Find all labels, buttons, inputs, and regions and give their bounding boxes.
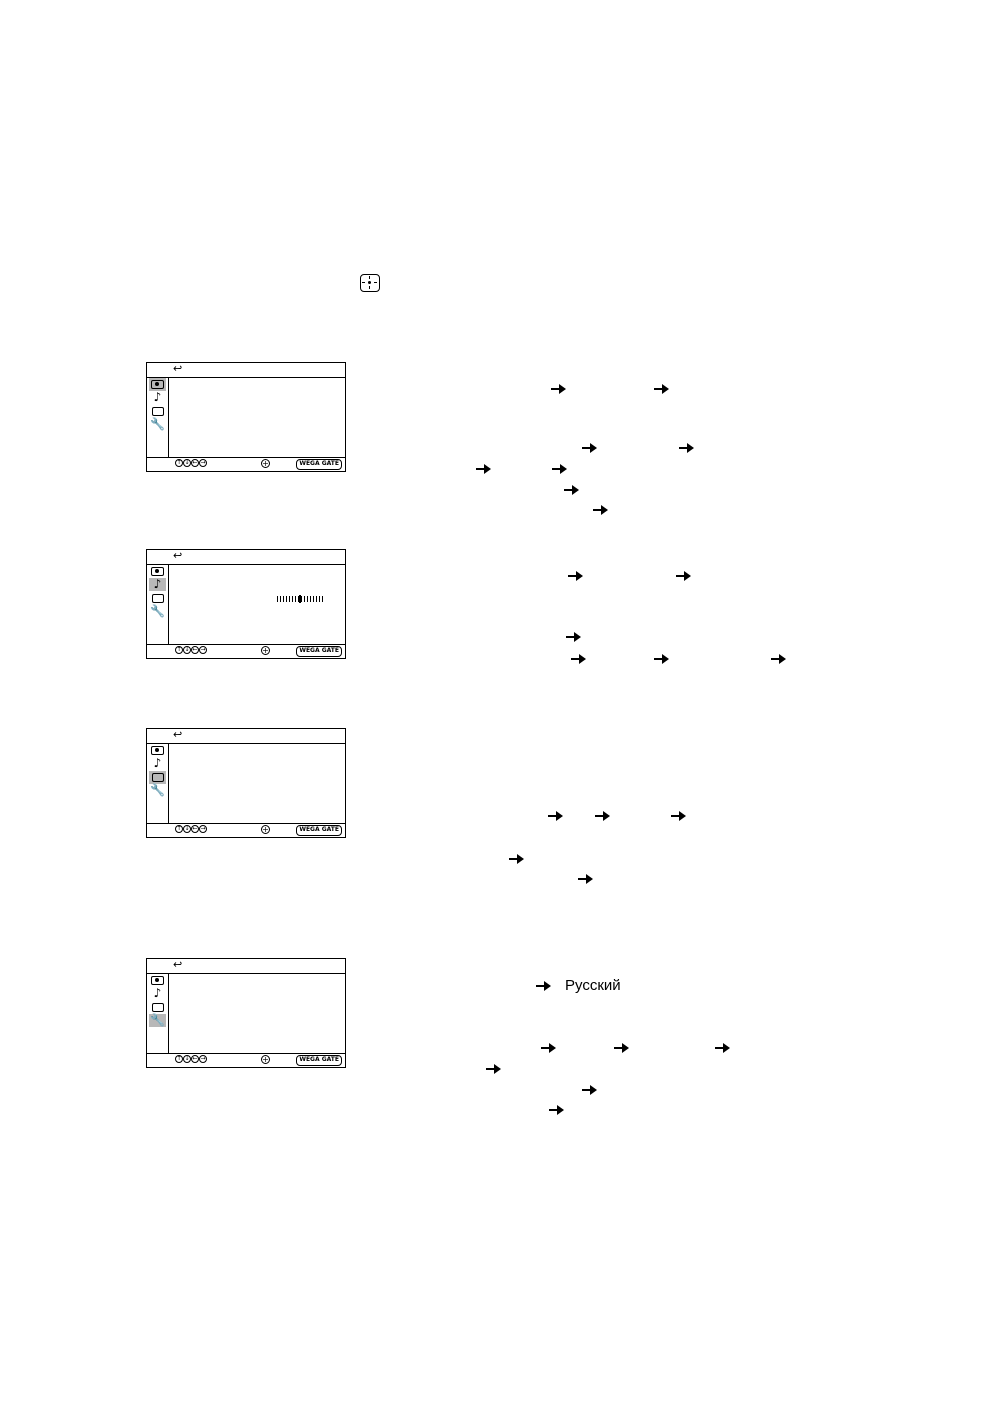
wega-gate-label: WEGA GATE xyxy=(296,646,342,657)
language-value: Русский xyxy=(565,977,621,994)
wrench-icon: 🔧 xyxy=(149,1013,166,1027)
arrow-right-icon xyxy=(551,384,566,394)
menu-bottom-bar: ↑ ↓ ← → + WEGA GATE xyxy=(147,1053,345,1067)
arrow-right-icon xyxy=(571,654,586,664)
navigation-keys-icon: ↑ ↓ ← → xyxy=(175,459,207,467)
picture-icon xyxy=(149,974,166,987)
wrench-icon: 🔧 xyxy=(150,783,165,797)
navigation-keys-icon: ↑ ↓ ← → xyxy=(175,646,207,654)
note-icon: ♪ xyxy=(153,986,162,1000)
arrow-right-icon xyxy=(582,443,597,453)
external-input-icon xyxy=(149,592,166,605)
wega-gate-label: WEGA GATE xyxy=(296,1055,342,1066)
menu-screen-setup: ↩ ♪ 🔧 ↑ ↓ ← → + WEGA GATE xyxy=(146,958,346,1068)
arrow-right-icon xyxy=(564,485,579,495)
arrow-right-icon xyxy=(771,654,786,664)
arrow-right-icon xyxy=(593,505,608,515)
menu-top-bar: ↩ xyxy=(147,362,345,378)
menu-screen-picture: ↩ ♪ 🔧 ↑ ↓ ← → + WEGA GATE xyxy=(146,362,346,472)
arrow-right-icon xyxy=(654,654,669,664)
menu-sidebar: ♪ 🔧 xyxy=(147,973,169,1054)
arrow-right-icon xyxy=(671,811,686,821)
note-icon: ♪ xyxy=(149,578,166,591)
return-icon: ↩ xyxy=(173,362,183,375)
arrow-right-icon xyxy=(536,981,551,991)
arrow-right-icon xyxy=(476,464,491,474)
picture-icon xyxy=(149,378,166,391)
external-input-icon xyxy=(149,1001,166,1014)
return-icon: ↩ xyxy=(173,728,183,741)
wega-gate-label: WEGA GATE xyxy=(296,825,342,836)
arrow-right-icon xyxy=(614,1043,629,1053)
arrow-right-icon xyxy=(509,854,524,864)
arrow-right-icon xyxy=(568,571,583,581)
note-icon: ♪ xyxy=(153,390,162,404)
note-icon: ♪ xyxy=(153,756,162,770)
navigation-keys-icon: ↑ ↓ ← → xyxy=(175,825,207,833)
arrow-right-icon xyxy=(552,464,567,474)
wrench-icon: 🔧 xyxy=(150,604,165,618)
menu-bottom-bar: ↑ ↓ ← → + WEGA GATE xyxy=(147,457,345,471)
arrow-right-icon xyxy=(578,874,593,884)
arrow-right-icon xyxy=(679,443,694,453)
arrow-right-icon xyxy=(654,384,669,394)
arrow-right-icon xyxy=(486,1064,501,1074)
ok-key-icon: + xyxy=(261,1055,270,1064)
menu-sidebar: ♪ 🔧 xyxy=(147,377,169,458)
ok-key-icon: + xyxy=(261,646,270,655)
wrench-icon: 🔧 xyxy=(150,417,165,431)
menu-bottom-bar: ↑ ↓ ← → + WEGA GATE xyxy=(147,644,345,658)
picture-icon xyxy=(149,565,166,578)
arrow-right-icon xyxy=(715,1043,730,1053)
menu-top-bar: ↩ xyxy=(147,958,345,974)
menu-sidebar: ♪ 🔧 xyxy=(147,564,169,645)
arrow-right-icon xyxy=(566,632,581,642)
ok-key-icon: + xyxy=(261,825,270,834)
ok-key-icon: + xyxy=(261,459,270,468)
external-input-icon xyxy=(149,405,166,418)
menu-screen-external: ↩ ♪ 🔧 ↑ ↓ ← → + WEGA GATE xyxy=(146,728,346,838)
menu-top-bar: ↩ xyxy=(147,549,345,565)
enter-button-icon xyxy=(360,274,380,292)
arrow-right-icon xyxy=(676,571,691,581)
picture-icon xyxy=(149,744,166,757)
return-icon: ↩ xyxy=(173,549,183,562)
external-input-icon xyxy=(149,771,166,784)
wega-gate-label: WEGA GATE xyxy=(296,459,342,470)
arrow-right-icon xyxy=(595,811,610,821)
level-slider xyxy=(277,595,323,603)
menu-screen-sound: ↩ ♪ 🔧 ↑ ↓ ← → + WEGA GATE xyxy=(146,549,346,659)
menu-bottom-bar: ↑ ↓ ← → + WEGA GATE xyxy=(147,823,345,837)
arrow-right-icon xyxy=(549,1105,564,1115)
arrow-right-icon xyxy=(541,1043,556,1053)
menu-sidebar: ♪ 🔧 xyxy=(147,743,169,824)
menu-top-bar: ↩ xyxy=(147,728,345,744)
arrow-right-icon xyxy=(582,1085,597,1095)
arrow-right-icon xyxy=(548,811,563,821)
navigation-keys-icon: ↑ ↓ ← → xyxy=(175,1055,207,1063)
return-icon: ↩ xyxy=(173,958,183,971)
